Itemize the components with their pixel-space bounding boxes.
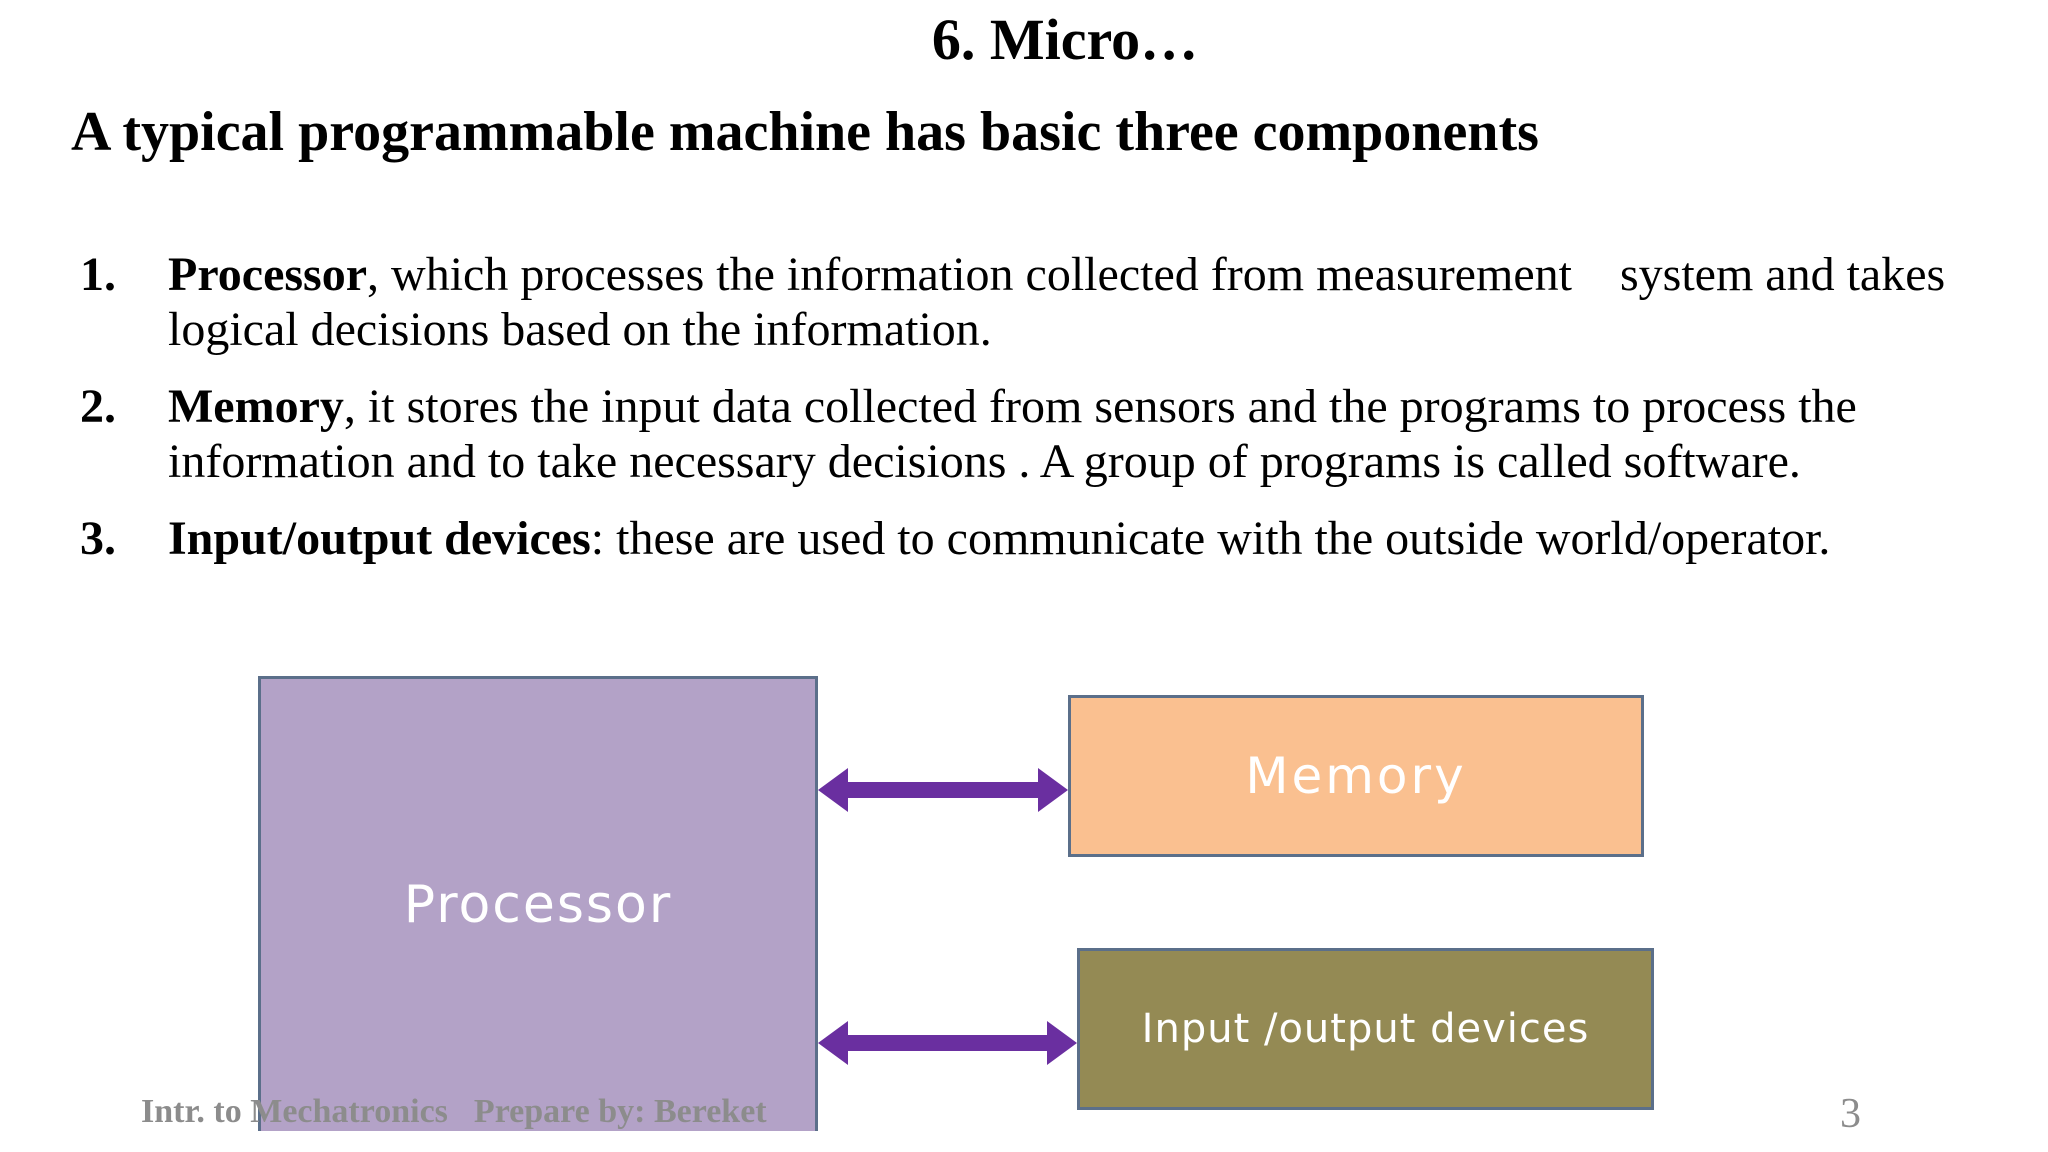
processor-memory-arrow [818, 768, 1068, 812]
slide-subtitle: A typical programmable machine has basic… [71, 101, 1539, 163]
footer-author: Prepare by: Bereket [473, 1093, 767, 1130]
list-item-text: , which processes the information collec… [367, 248, 1572, 301]
component-list: 1. Processor, which processes the inform… [80, 247, 2000, 588]
list-item-body: Processor, which processes the informati… [168, 247, 2000, 357]
io-devices-block: Input /output devices [1077, 948, 1654, 1110]
processor-io-arrow [818, 1021, 1077, 1065]
memory-label: Memory [1245, 747, 1467, 805]
list-item-number: 1. [80, 248, 116, 301]
list-item: 2. Memory, it stores the input data coll… [80, 379, 2000, 489]
list-item: 3. Input/output devices: these are used … [80, 511, 2000, 566]
list-item-term: Memory [168, 380, 344, 433]
list-item-number: 2. [80, 380, 116, 433]
page-number: 3 [1840, 1091, 1861, 1137]
slide-title: 6. Micro… [931, 7, 1199, 72]
footer-course: Intr. to Mechatronics [141, 1093, 448, 1130]
io-devices-label: Input /output devices [1141, 1006, 1590, 1052]
list-item-text: , it stores the input data collected fro… [168, 380, 1857, 488]
list-item: 1. Processor, which processes the inform… [80, 247, 2000, 357]
list-item-text-continued: system and takes logical decisions based… [168, 248, 1946, 356]
memory-block: Memory [1068, 695, 1644, 857]
list-item-term: Input/output devices [168, 512, 591, 565]
processor-block: Processor [258, 676, 818, 1131]
slide-footer: Intr. to Mechatronics Prepare by: Bereket [141, 1093, 767, 1131]
list-item-text: : these are used to communicate with the… [590, 512, 1831, 565]
list-item-body: Memory, it stores the input data collect… [168, 379, 2000, 489]
list-item-number: 3. [80, 512, 116, 565]
list-item-body: Input/output devices: these are used to … [168, 511, 2000, 566]
list-item-term: Processor [168, 248, 368, 301]
processor-label: Processor [403, 875, 673, 935]
